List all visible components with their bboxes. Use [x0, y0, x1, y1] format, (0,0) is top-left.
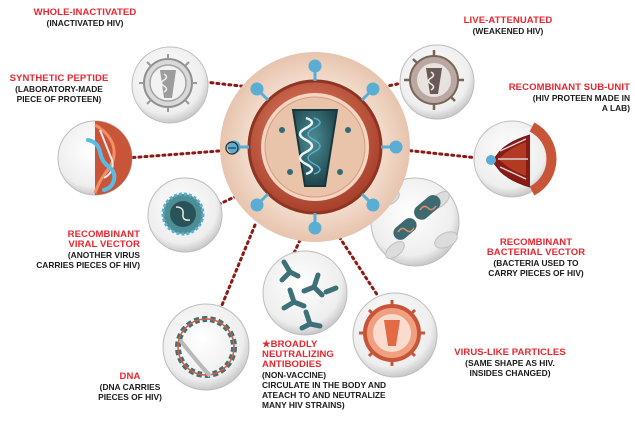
- sub1-antibodies: (NON-VACCINE): [262, 370, 422, 380]
- sub2-recombinant-subunit: A LAB): [476, 103, 630, 113]
- sub2-dna: PIECES OF HIV): [92, 392, 168, 402]
- sub1-dna: (DNA CARRIES: [92, 382, 168, 392]
- label-live-attenuated: LIVE-ATTENUATED (WEAKENED HIV): [448, 16, 568, 36]
- sub-live-attenuated: (WEAKENED HIV): [448, 26, 568, 36]
- sub1-virus-like-particles: (SAME SHAPE AS HIV.: [440, 358, 580, 368]
- sub4-antibodies: MANY HIV STRAINS): [262, 400, 422, 410]
- recombinant-viral-vector-icon: [148, 178, 222, 252]
- sub-whole-inactivated: (INACTIVATED HIV): [25, 18, 145, 28]
- sub2-antibodies: CIRCULATE IN THE BODY AND: [262, 380, 422, 390]
- antibodies-icon: [263, 251, 347, 335]
- label-recombinant-subunit: RECOMBINANT SUB-UNIT (HIV PROTEEN MADE I…: [476, 83, 630, 113]
- dna-icon: [163, 304, 249, 390]
- title-virus-like-particles: VIRUS-LIKE PARTICLES: [440, 348, 580, 358]
- label-broadly-neutralizing-antibodies: ★BROADLY NEUTRALIZING ANTIBODIES (NON-VA…: [262, 340, 422, 410]
- label-virus-like-particles: VIRUS-LIKE PARTICLES (SAME SHAPE AS HIV.…: [440, 348, 580, 378]
- title2-recombinant-bacterial-vector: BACTERIAL VECTOR: [474, 248, 598, 258]
- title3-antibodies: ANTIBODIES: [262, 360, 422, 370]
- sub2-synthetic-peptide: PIECE OF PROTEEN): [4, 94, 114, 104]
- title2-recombinant-viral-vector: VIRAL VECTOR: [20, 240, 140, 250]
- title-live-attenuated: LIVE-ATTENUATED: [448, 16, 568, 26]
- label-recombinant-bacterial-vector: RECOMBINANT BACTERIAL VECTOR (BACTERIA U…: [474, 238, 598, 278]
- recombinant-subunit-icon: [474, 121, 552, 197]
- sub3-antibodies: ATEACH TO AND NEUTRALIZE: [262, 390, 422, 400]
- label-synthetic-peptide: SYNTHETIC PEPTIDE (LABORATORY-MADE PIECE…: [4, 74, 114, 104]
- synthetic-peptide-icon: [58, 121, 132, 195]
- sub2-virus-like-particles: INSIDES CHANGED): [440, 368, 580, 378]
- sub1-recombinant-subunit: (HIV PROTEEN MADE IN: [476, 93, 630, 103]
- label-recombinant-viral-vector: RECOMBINANT VIRAL VECTOR (ANOTHER VIRUS …: [20, 230, 140, 270]
- sub2-recombinant-bacterial-vector: CARRY PIECES OF HIV): [474, 268, 598, 278]
- sub2-recombinant-viral-vector: CARRIES PIECES OF HIV): [20, 260, 140, 270]
- live-attenuated-icon: [400, 45, 474, 119]
- title-synthetic-peptide: SYNTHETIC PEPTIDE: [4, 74, 114, 84]
- sub1-recombinant-viral-vector: (ANOTHER VIRUS: [20, 250, 140, 260]
- sub1-recombinant-bacterial-vector: (BACTERIA USED TO: [474, 258, 598, 268]
- sub1-synthetic-peptide: (LABORATORY-MADE: [4, 84, 114, 94]
- title-dna: DNA: [92, 372, 168, 382]
- title-whole-inactivated: WHOLE-INACTIVATED: [25, 8, 145, 18]
- whole-inactivated-icon: [132, 47, 208, 123]
- label-dna: DNA (DNA CARRIES PIECES OF HIV): [92, 372, 168, 402]
- hiv-virion-center: [220, 52, 410, 242]
- label-whole-inactivated: WHOLE-INACTIVATED (INACTIVATED HIV): [25, 8, 145, 28]
- title-recombinant-subunit: RECOMBINANT SUB-UNIT: [476, 83, 630, 93]
